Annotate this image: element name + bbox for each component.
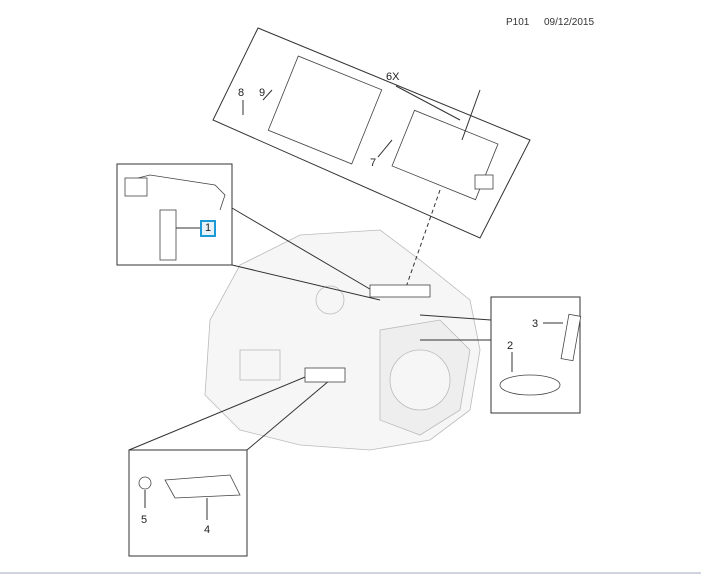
wiring-harness: [369, 284, 431, 298]
detail-box-4-5: [128, 374, 331, 557]
callout-9[interactable]: 9: [259, 87, 265, 99]
detail-box-control-module: [212, 27, 531, 291]
callout-3[interactable]: 3: [532, 318, 538, 330]
callout-8[interactable]: 8: [238, 87, 244, 99]
callout-4[interactable]: 4: [204, 524, 210, 536]
bottom-divider: [0, 572, 701, 574]
page-code: P101: [506, 17, 530, 28]
callout-1-highlighted[interactable]: 1: [200, 220, 216, 237]
detail-box-sensor-1: [116, 163, 381, 301]
callout-2[interactable]: 2: [507, 340, 513, 352]
callout-6x[interactable]: 6X: [386, 71, 400, 83]
callout-5[interactable]: 5: [141, 514, 147, 526]
page-date: 09/12/2015: [544, 17, 595, 28]
callout-7[interactable]: 7: [370, 157, 376, 169]
sensor-4-installed: [304, 367, 346, 383]
detail-box-2-3: [419, 296, 582, 414]
